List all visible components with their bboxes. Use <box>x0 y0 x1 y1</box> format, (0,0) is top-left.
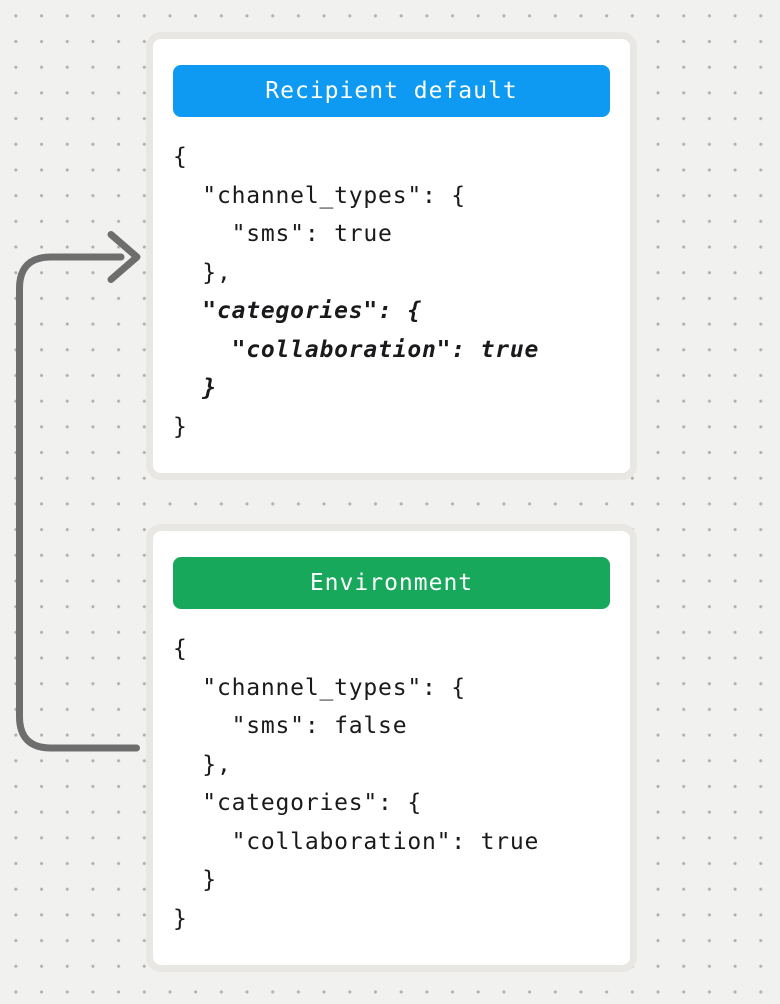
arrow-line <box>16 253 140 752</box>
code-line: "collaboration": true <box>173 828 540 855</box>
code-line: "channel_types": { <box>173 182 466 209</box>
code-line: "sms": true <box>173 221 393 247</box>
arrow-head-icon <box>107 231 141 283</box>
code-line: } <box>173 905 188 932</box>
code-line: { <box>173 636 188 662</box>
recipient-default-header: Recipient default <box>173 65 610 117</box>
code-line: } <box>173 867 217 893</box>
code-line: "sms": false <box>173 713 408 739</box>
code-line: }, <box>173 259 232 286</box>
code-line: }, <box>173 751 232 778</box>
code-line: "categories": { <box>173 790 423 816</box>
environment-card: Environment { "channel_types": { "sms": … <box>146 524 637 972</box>
recipient-default-card: Recipient default { "channel_types": { "… <box>146 32 637 480</box>
recipient-default-code-block: { "channel_types": { "sms": true }, "cat… <box>173 138 610 446</box>
code-line: } <box>173 375 217 401</box>
code-line: } <box>173 413 188 440</box>
code-line: { <box>173 144 188 170</box>
code-line: "categories": { <box>173 298 423 324</box>
environment-header: Environment <box>173 557 610 609</box>
code-line: "collaboration": true <box>173 336 540 363</box>
environment-code-block: { "channel_types": { "sms": false }, "ca… <box>173 630 610 938</box>
code-line: "channel_types": { <box>173 674 466 701</box>
